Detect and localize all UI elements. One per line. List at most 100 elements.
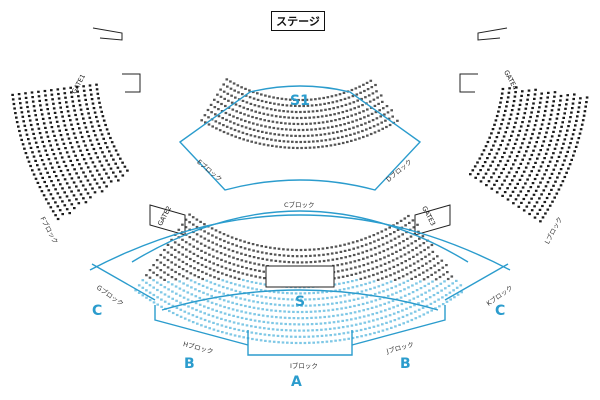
seat-upper [311, 134, 314, 137]
seat-lower [208, 260, 211, 263]
seat-right-wing [554, 180, 557, 183]
seat-upper [325, 145, 328, 148]
seat-upper [297, 128, 301, 132]
seat-upper [370, 112, 374, 115]
seat-lower [429, 267, 433, 270]
block-i-label: Iブロック [290, 362, 318, 370]
seat-right-wing [503, 151, 506, 154]
seat-left-wing [47, 112, 50, 115]
seat-right-wing [548, 160, 552, 163]
seat-upper [241, 99, 245, 102]
seat-left-wing [79, 180, 83, 183]
seat-lower [205, 279, 209, 282]
seat-upper [357, 131, 360, 134]
seat-right-wing [502, 167, 505, 171]
seat-lower [452, 289, 455, 292]
seat-lower [331, 258, 335, 261]
seat-lower [236, 258, 239, 261]
seat-lower [381, 329, 385, 332]
seat-upper [357, 105, 360, 108]
seat-upper [230, 101, 234, 104]
seat-lower [285, 335, 289, 338]
seat-right-wing [503, 179, 506, 182]
seat-right-wing [536, 136, 540, 139]
seat-upper [269, 108, 273, 111]
seat-right-wing [521, 186, 525, 189]
seat-lower [166, 273, 170, 276]
seat-left-wing [47, 202, 50, 205]
seat-upper [328, 138, 332, 141]
seat-lower [304, 304, 308, 307]
seat-lower [191, 307, 194, 310]
seat-lower [321, 247, 325, 250]
seat-lower [283, 260, 286, 263]
seat-lower [240, 310, 243, 313]
seat-right-wing [497, 110, 500, 113]
seat-lower [455, 286, 459, 289]
seat-upper [366, 108, 369, 111]
seat-left-wing [98, 160, 102, 163]
seat-lower [385, 282, 389, 285]
seat-left-wing [119, 157, 122, 160]
seat-upper [230, 134, 234, 137]
seat-right-wing [507, 91, 511, 94]
seat-left-wing [102, 168, 106, 171]
seat-lower [137, 291, 141, 294]
seat-left-wing [79, 193, 83, 196]
seat-right-wing [534, 161, 537, 164]
seat-upper [346, 140, 349, 144]
seat-left-wing [49, 206, 53, 209]
b-right-boundary [351, 305, 446, 346]
seat-right-wing [559, 168, 563, 171]
seat-left-wing [83, 122, 86, 125]
seat-lower [401, 233, 404, 236]
seat-upper [210, 111, 213, 114]
seat-left-wing [32, 105, 36, 108]
seat-lower [286, 248, 290, 251]
seat-lower [389, 320, 392, 323]
seat-lower [200, 256, 203, 260]
seat-upper [360, 123, 363, 126]
seat-lower [395, 257, 399, 260]
seat-left-wing [121, 174, 125, 177]
seat-lower [407, 214, 410, 218]
seat-upper [276, 97, 279, 100]
seat-left-wing [79, 131, 82, 134]
seat-lower [284, 329, 288, 332]
seat-left-wing [34, 177, 38, 180]
seat-left-wing [17, 93, 21, 96]
seat-lower [271, 328, 275, 331]
seat-upper [391, 115, 394, 118]
seat-left-wing [15, 116, 18, 119]
seat-right-wing [507, 122, 510, 125]
seat-left-wing [84, 175, 87, 178]
seat-lower [293, 323, 296, 326]
seat-lower [440, 289, 443, 292]
seat-upper [287, 146, 291, 149]
seat-lower [299, 248, 303, 252]
seat-lower [453, 296, 456, 299]
seat-upper [302, 104, 305, 108]
seat-right-wing [485, 184, 488, 187]
seat-left-wing [56, 88, 60, 91]
seat-lower [259, 339, 263, 342]
seat-lower [361, 302, 365, 306]
seat-right-wing [522, 116, 525, 119]
seat-upper [289, 128, 292, 131]
seat-right-wing [529, 186, 533, 189]
seat-lower [257, 257, 260, 260]
seat-lower [447, 284, 451, 287]
seat-upper [336, 136, 340, 139]
seat-lower [291, 304, 295, 307]
seat-lower [254, 332, 258, 335]
seat-lower [306, 329, 310, 332]
seat-lower [373, 246, 377, 250]
seat-upper [237, 91, 240, 94]
seat-lower [374, 299, 378, 302]
seat-lower [181, 260, 185, 263]
seat-left-wing [23, 147, 26, 150]
seat-lower [262, 320, 266, 323]
seat-upper [284, 122, 287, 125]
seat-upper [235, 110, 238, 113]
seat-lower [254, 275, 257, 278]
